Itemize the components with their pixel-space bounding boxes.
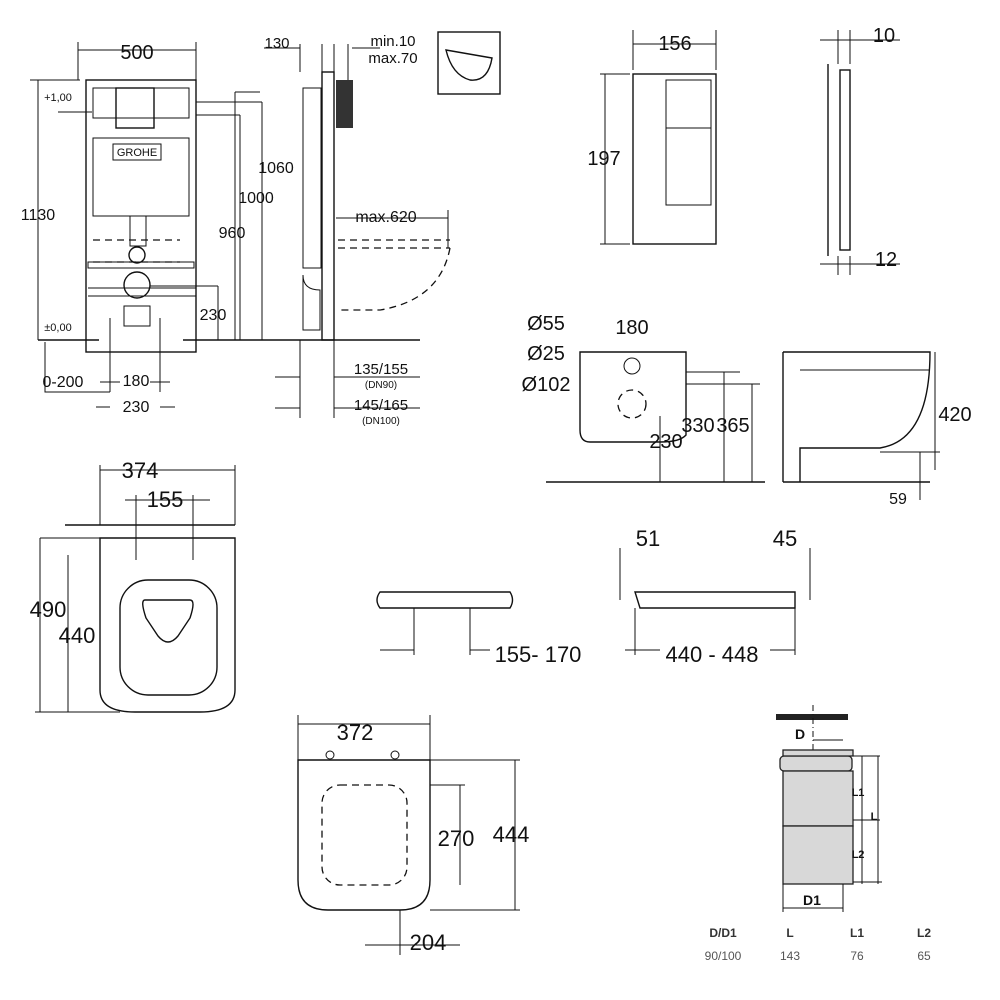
label-l1: L1 <box>852 787 865 799</box>
table-header: L2 <box>917 926 931 940</box>
wc-side-views: Ø55 180 Ø25 Ø102 330 365 230 420 59 <box>522 313 972 508</box>
dim-seat-length-range: 440 - 448 <box>666 642 759 667</box>
grohe-logo: GROHE <box>117 147 157 159</box>
dim-adjust-range: 0-200 <box>43 374 84 391</box>
dim-wc-width: 374 <box>122 458 159 483</box>
dim-depth-130: 130 <box>264 35 289 52</box>
dim-230-bottom: 230 <box>123 399 150 416</box>
level-top: +1,00 <box>44 92 72 104</box>
dim-frame-width: 500 <box>120 42 153 64</box>
dim-min: min.10 <box>370 33 415 50</box>
table-header: L <box>786 926 793 940</box>
dim-dn90-value: 135/155 <box>354 361 408 378</box>
table-header: L1 <box>850 926 864 940</box>
dim-hinge-range: 155- 170 <box>495 642 582 667</box>
dim-d25: Ø25 <box>527 343 565 365</box>
label-d: D <box>795 726 805 742</box>
dim-max: max.70 <box>368 50 417 67</box>
dim-960: 960 <box>219 225 246 242</box>
dim-plate-depth-top: 10 <box>873 25 895 47</box>
dim-1060: 1060 <box>258 160 294 177</box>
table-header: D/D1 <box>709 926 737 940</box>
seat-top-view: 372 270 444 204 <box>297 715 530 955</box>
dim-45: 45 <box>773 526 797 551</box>
dim-d102: Ø102 <box>522 374 571 396</box>
dim-180: 180 <box>123 373 150 390</box>
table-cell: 90/100 <box>705 949 742 963</box>
dim-wc-length: 490 <box>30 597 67 622</box>
dim-height-total: 1130 <box>21 207 56 224</box>
dim-330: 330 <box>681 415 714 437</box>
label-l: L <box>871 811 878 823</box>
dim-plate-depth-bottom: 12 <box>875 249 897 271</box>
dim-420: 420 <box>938 404 971 426</box>
dim-dn100-label: (DN100) <box>362 416 400 427</box>
dim-270: 270 <box>438 826 475 851</box>
dim-dn90-label: (DN90) <box>365 380 397 391</box>
dim-max-620: max.620 <box>355 209 416 226</box>
installation-frame-front: GROHE 500 +1,00 ±0,00 1130 1060 1000 960… <box>21 42 420 416</box>
label-d1: D1 <box>803 892 821 908</box>
dim-hole-spacing: 180 <box>615 317 648 339</box>
dim-204: 204 <box>410 930 447 955</box>
dim-59: 59 <box>889 491 907 508</box>
level-zero: ±0,00 <box>44 322 71 334</box>
dim-444: 444 <box>493 822 530 847</box>
dim-plate-height: 197 <box>587 148 620 170</box>
wc-thumbnail <box>437 31 501 95</box>
dim-230: 230 <box>200 307 227 324</box>
dim-365: 365 <box>716 415 749 437</box>
dim-seat-width: 372 <box>337 720 374 745</box>
dim-plate-width: 156 <box>658 33 691 55</box>
pipe-table: D/D1 L L1 L2 90/100 143 76 65 <box>705 926 932 963</box>
table-cell: 143 <box>780 949 800 963</box>
dim-d55: Ø55 <box>527 313 565 335</box>
seat-side-views: 155- 170 51 45 440 - 448 <box>376 526 811 667</box>
table-cell: 76 <box>850 949 864 963</box>
dim-1000: 1000 <box>238 190 274 207</box>
dim-230-wc: 230 <box>649 431 682 453</box>
dim-wc-hole-spacing: 155 <box>147 487 184 512</box>
dim-dn100-value: 145/165 <box>354 397 408 414</box>
label-l2: L2 <box>852 849 865 861</box>
table-cell: 65 <box>917 949 931 963</box>
dim-51: 51 <box>636 526 660 551</box>
pipe-connector: D D1 L1 L L2 D/D1 L L1 L2 90/100 143 76 … <box>705 705 932 963</box>
wc-top-view: 374 155 490 440 <box>30 458 236 713</box>
dim-wc-length-inner: 440 <box>59 623 96 648</box>
flush-plate: 156 197 10 12 <box>587 25 900 275</box>
installation-frame-side: 130 min.10 max.70 max.620 135/155 (DN90)… <box>264 31 501 427</box>
